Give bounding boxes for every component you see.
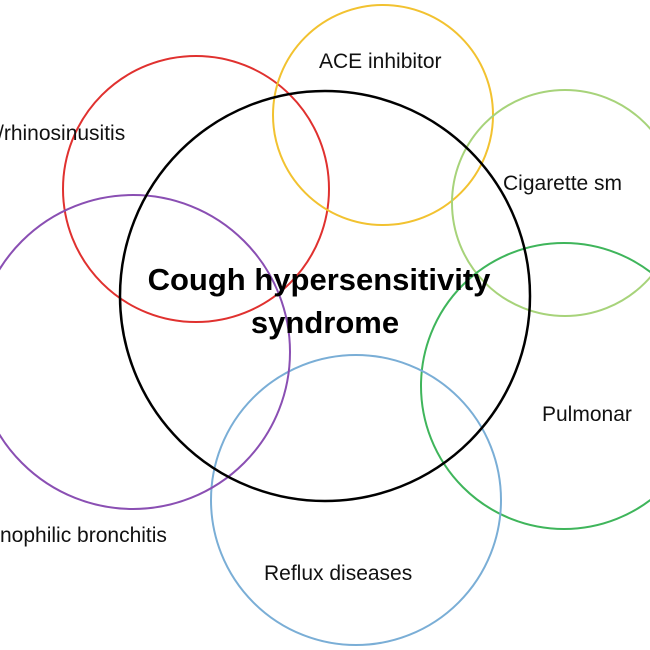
center-title-line2: syndrome [251,305,399,340]
eosinophilic-bronchitis-label: nophilic bronchitis [0,524,167,547]
cigarette-smoking-label: Cigarette sm [503,172,622,195]
reflux-diseases-circle [210,354,502,646]
pulmonary-label: Pulmonar [542,403,632,426]
reflux-diseases-label: Reflux diseases [264,562,412,585]
center-title-line1: Cough hypersensitivity [148,262,492,297]
ace-inhibitor-label: ACE inhibitor [319,50,442,73]
cough-hypersensitivity-circle [118,89,532,503]
rhinosinusitis-label: /rhinosinusitis [0,122,125,145]
cigarette-smoking-circle [451,89,650,317]
rhinosinusitis-circle [62,55,330,323]
pulmonary-circle [420,242,650,530]
eosinophilic-bronchitis-circle [0,194,291,510]
